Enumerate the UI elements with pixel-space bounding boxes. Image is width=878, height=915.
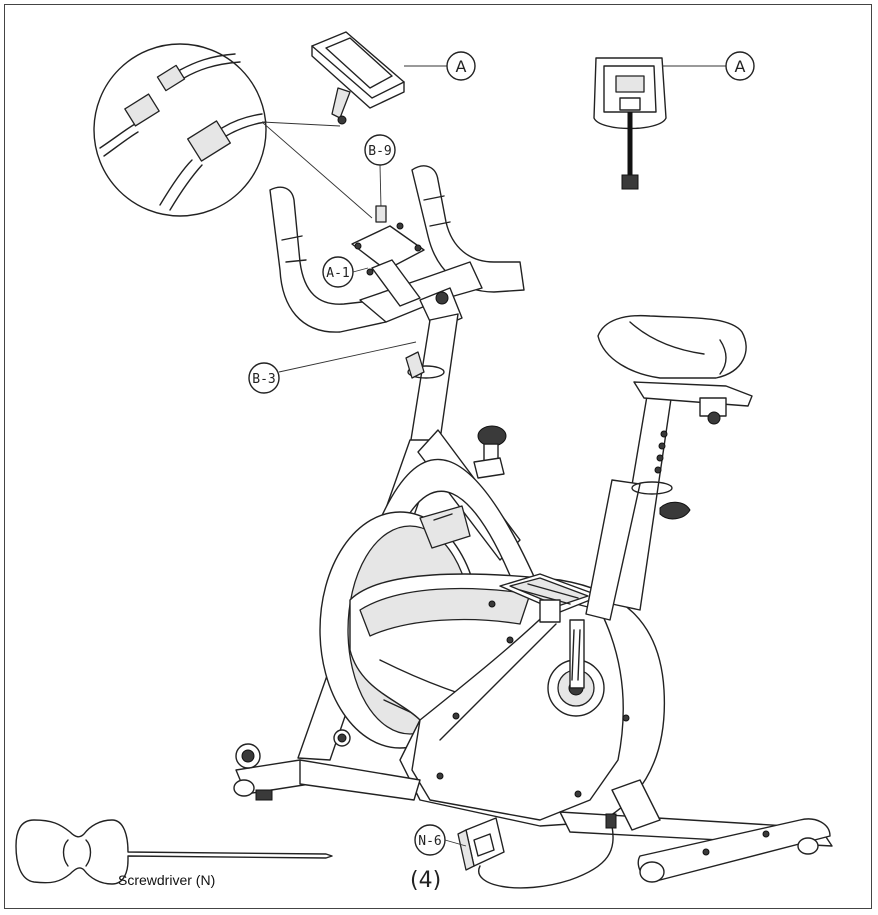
callout-a1: A-1: [322, 256, 369, 288]
screwdriver-tool: [15, 819, 333, 885]
bike-shroud: [349, 573, 666, 827]
svg-text:A: A: [735, 57, 746, 76]
step-number: (4): [410, 868, 442, 893]
svg-text:B-3: B-3: [252, 372, 275, 387]
power-adapter: [457, 813, 617, 889]
rear-stabilizer: [559, 779, 833, 883]
pedal: [499, 573, 601, 623]
svg-text:A: A: [456, 57, 467, 76]
seat: [597, 314, 747, 379]
console-mount-plate: [351, 205, 425, 307]
seat-post: [585, 389, 691, 621]
diagram-frame: [4, 4, 872, 909]
callout-b3: B-3: [248, 341, 417, 394]
resistance-knob: [473, 425, 507, 479]
callout-a-right: A: [725, 51, 755, 81]
svg-text:N-6: N-6: [418, 834, 441, 849]
front-stabilizer: [233, 729, 421, 801]
callout-n6: N-6: [414, 824, 467, 856]
console-a: [311, 31, 447, 125]
console-a-rear-view: [593, 57, 726, 190]
svg-text:B-9: B-9: [368, 144, 391, 159]
callout-a-top: A: [446, 51, 476, 81]
screwdriver-label: Screwdriver (N): [118, 872, 216, 888]
seat-slider: [633, 381, 753, 425]
svg-text:A-1: A-1: [326, 266, 349, 281]
connector-detail-magnifier: [93, 43, 373, 219]
callout-b9: B-9: [364, 134, 396, 209]
